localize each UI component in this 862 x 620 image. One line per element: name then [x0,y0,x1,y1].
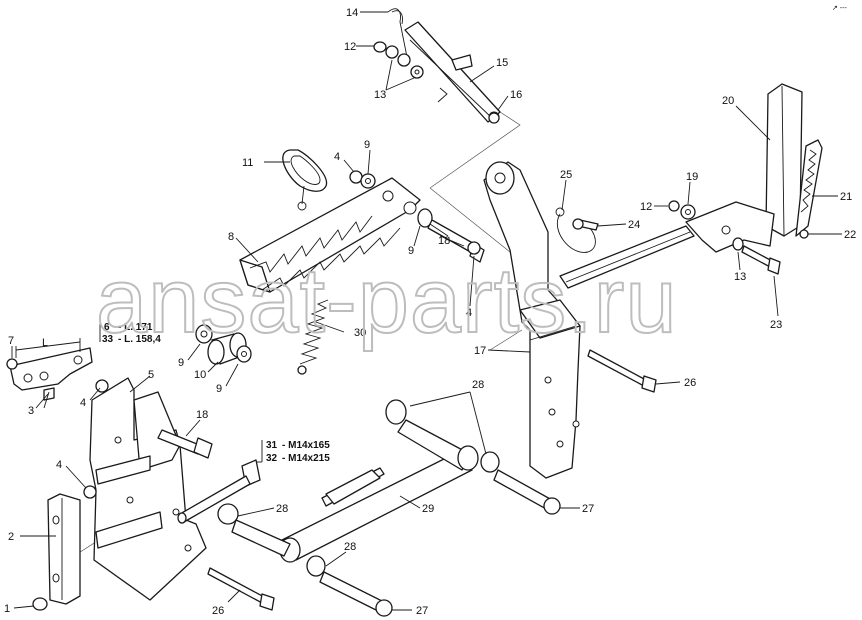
bolt-row2-value: - M14x215 [282,453,330,464]
callout-labels: 1 2 3 4 4 4 4 5 7 8 9 9 9 9 10 11 12 12 … [4,7,856,617]
post-part-20 [685,83,803,253]
callout-12-a: 12 [344,41,356,53]
mast-part-17 [467,161,581,479]
bolt-31-32 [177,459,261,524]
nut-part-16 [488,112,500,124]
callout-16: 16 [510,89,522,101]
vertical-bracket-part-2 [32,485,97,611]
upper-washers-nuts [373,41,424,79]
hook-pin-part-14 [387,8,409,63]
callout-4-a: 4 [80,397,86,409]
callout-4-d: 4 [466,307,472,319]
callout-17: 17 [474,345,486,357]
dimension-L-symbol: L [42,337,48,349]
length-row1-ref: 6 [104,322,110,333]
callout-26-b: 26 [212,605,224,617]
callout-9-b: 9 [216,383,222,395]
lifting-handle-part-11 [282,149,328,211]
spring-clip-25-pin-24 [555,207,599,253]
callout-29: 29 [422,503,434,515]
callout-4-c: 4 [334,151,340,163]
bolt-row2-ref: 32 [266,453,278,464]
callout-11: 11 [242,157,253,169]
callout-20: 20 [722,95,734,107]
tube-frame-part-29 [279,399,479,563]
callout-15: 15 [496,57,508,69]
callout-28-c: 28 [344,541,356,553]
callout-5: 5 [148,369,154,381]
long-bolts-26 [207,349,657,611]
bolt-table: 31 - M14x165 32 - M14x215 [256,440,330,464]
callout-18-a: 18 [438,235,450,247]
callout-14: 14 [346,7,358,19]
length-row2-ref: 33 [102,334,114,345]
callout-9-a: 9 [178,357,184,369]
callout-1: 1 [4,603,10,615]
callout-27-b: 27 [416,605,428,617]
spring-part-30 [297,299,329,375]
callout-26-a: 26 [684,377,696,389]
bolt-row1-ref: 31 [266,440,278,451]
dimension-plate-6-33 [6,338,93,409]
callout-28-b: 28 [276,503,288,515]
length-row2-value: - L. 158,4 [118,334,161,345]
callout-27-a: 27 [582,503,594,515]
callout-4-b: 4 [56,459,62,471]
callout-13-b: 13 [734,271,746,283]
callout-18-b: 18 [196,409,208,421]
scale-bar-part-21 [795,139,823,239]
callout-13-a: 13 [374,89,386,101]
corner-mark: ↗ --- [832,5,847,12]
roller-group-9-10 [195,324,252,365]
callout-3: 3 [28,405,34,417]
crossbar [559,225,695,289]
length-row1-value: - L. 171 [118,322,153,333]
callout-7: 7 [8,335,14,347]
callout-19: 19 [686,171,698,183]
callout-28-a: 28 [472,379,484,391]
callout-24: 24 [628,219,640,231]
leader-lines [11,11,842,611]
nut-washer-post [668,200,696,220]
callout-21: 21 [840,191,852,203]
length-table: L 6 - L. 171 33 - L. 158,4 [42,322,161,349]
bushings-27-28 [217,451,561,617]
callout-2: 2 [8,531,14,543]
washer-bolt-13-23 [732,237,781,275]
toothed-bracket-part-8 [239,177,421,293]
bolt-part-18-lower [157,429,213,459]
callout-22: 22 [844,229,856,241]
callout-23: 23 [770,319,782,331]
callout-25: 25 [560,169,572,181]
frame-plate-part-5 [89,377,207,601]
watermark-text: ansat-parts.ru [96,250,678,352]
callout-12-b: 12 [640,201,652,213]
bolt-row1-value: - M14x165 [282,440,330,451]
callout-30: 30 [354,327,366,339]
callout-10: 10 [194,369,206,381]
callout-9-c: 9 [364,139,370,151]
callout-9-d: 9 [408,245,414,257]
callout-8: 8 [228,231,234,243]
nut-washer-upper [349,170,376,189]
